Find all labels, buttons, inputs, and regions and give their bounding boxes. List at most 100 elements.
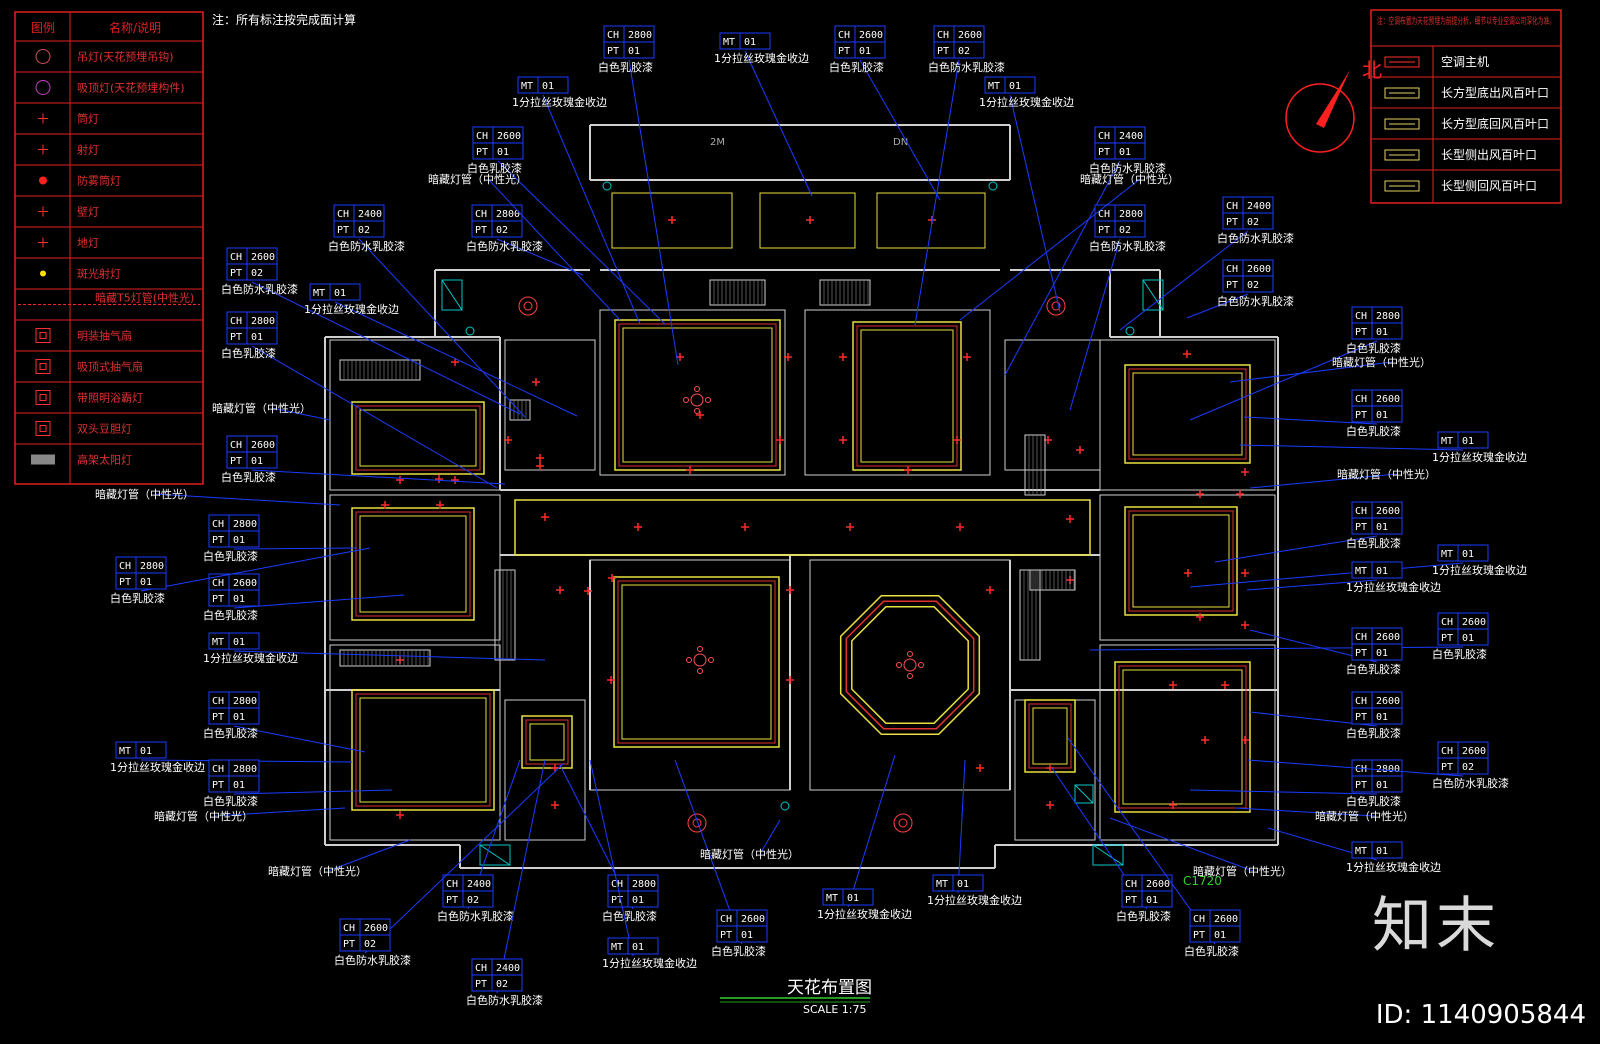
code-box <box>1437 544 1489 562</box>
leader-line <box>233 594 405 609</box>
fan-x <box>1074 784 1094 804</box>
leader-line <box>358 238 526 418</box>
ac-legend-label: 空调主机 <box>1441 55 1489 69</box>
ceiling-tray-inner <box>359 409 477 467</box>
code-value: 02 <box>1119 225 1131 236</box>
code-value: 2600 <box>1462 746 1486 757</box>
return-grille-icon <box>1384 118 1420 130</box>
leader-line <box>542 94 641 325</box>
spotlight-icon <box>1221 681 1229 689</box>
code-key: MT <box>313 288 325 299</box>
ceiling-lamp-icon <box>518 296 538 316</box>
material-desc: 白色乳胶漆 <box>711 944 766 958</box>
spotlight-icon <box>396 811 404 819</box>
spotlight-icon <box>1201 736 1209 744</box>
code-key: PT <box>212 594 224 605</box>
leader-line <box>251 281 521 415</box>
code-value: 2600 <box>859 30 883 41</box>
spotlight-icon <box>451 476 459 484</box>
code-box <box>208 589 260 607</box>
material-desc: 白色乳胶漆 <box>203 794 258 808</box>
ceiling-tray <box>876 192 986 249</box>
compass-icon <box>1285 83 1355 153</box>
code-box <box>1437 628 1489 646</box>
concealed-light-label: 暗藏灯管（中性光） <box>1337 467 1436 481</box>
code-key: PT <box>1441 762 1453 773</box>
code-value: 2400 <box>1247 201 1271 212</box>
material-desc: 1分拉丝玫瑰金收边 <box>1432 450 1527 464</box>
code-box <box>226 451 278 469</box>
concealed-light-label: 暗藏灯管（中性光） <box>1332 355 1431 369</box>
code-box <box>208 632 260 650</box>
fog-lamp-icon <box>39 176 47 185</box>
code-key: MT <box>826 893 838 904</box>
pendant-lamp-icon <box>683 386 711 414</box>
code-key: PT <box>1226 217 1238 228</box>
material-desc: 白色乳胶漆 <box>1116 909 1171 923</box>
spotlight-icon <box>504 436 512 444</box>
spotlight-icon <box>608 574 616 582</box>
fan-x <box>1092 844 1124 866</box>
leader-line <box>1234 807 1376 817</box>
code-value: 2600 <box>1376 696 1400 707</box>
legend-label: 筒灯 <box>77 112 99 126</box>
room-wall <box>804 309 991 476</box>
fan-icon <box>1074 784 1094 804</box>
leader-line <box>496 759 546 994</box>
code-box <box>607 890 659 908</box>
legend-label: 带照明浴霸灯 <box>77 392 143 405</box>
code-value: 01 <box>251 456 263 467</box>
code-value: 01 <box>628 46 640 57</box>
room-tag-dn: DN <box>893 137 908 148</box>
code-box <box>471 974 523 992</box>
code-key: CH <box>607 30 619 41</box>
spotlight-icon <box>846 523 854 531</box>
ceiling-lamp-icon <box>1046 296 1066 316</box>
code-key: CH <box>1125 879 1137 890</box>
material-desc: 白色防水乳胶漆 <box>437 909 514 923</box>
leader-line <box>1229 361 1393 383</box>
material-desc: 白色乳胶漆 <box>221 346 276 360</box>
code-value: 01 <box>1376 712 1388 723</box>
code-key: CH <box>1355 506 1367 517</box>
material-desc: 白色乳胶漆 <box>598 60 653 74</box>
ac-vent <box>1024 434 1046 496</box>
ceiling-tray-inner <box>617 580 776 744</box>
material-desc: 白色防水乳胶漆 <box>221 282 298 296</box>
fixture-icon <box>465 326 475 336</box>
room-wall <box>504 699 586 841</box>
code-key: PT <box>1355 522 1367 533</box>
room-wall <box>1004 339 1101 471</box>
material-desc: 白色乳胶漆 <box>1432 647 1487 661</box>
code-key: CH <box>212 764 224 775</box>
material-desc: 白色乳胶漆 <box>602 909 657 923</box>
leader-line <box>957 759 966 894</box>
spotlight-icon <box>1184 569 1192 577</box>
image-id: ID: 1140905844 <box>1375 1000 1586 1030</box>
code-value: 2600 <box>251 252 275 263</box>
legend-label: 吊灯(天花预埋吊钩) <box>77 50 174 64</box>
legend-header-icon: 图例 <box>31 21 55 35</box>
material-desc: 白色乳胶漆 <box>203 549 258 563</box>
legend-label: 高架太阳灯 <box>77 453 132 467</box>
code-value: 2800 <box>233 764 257 775</box>
ceiling-tray-inner <box>860 329 954 463</box>
code-value: 01 <box>251 332 263 343</box>
legend-label: 斑光射灯 <box>77 267 121 281</box>
window-tag-c1720: C1720 <box>1183 874 1222 888</box>
leader-line <box>1186 293 1249 319</box>
code-box <box>208 775 260 793</box>
code-box <box>1351 643 1403 661</box>
